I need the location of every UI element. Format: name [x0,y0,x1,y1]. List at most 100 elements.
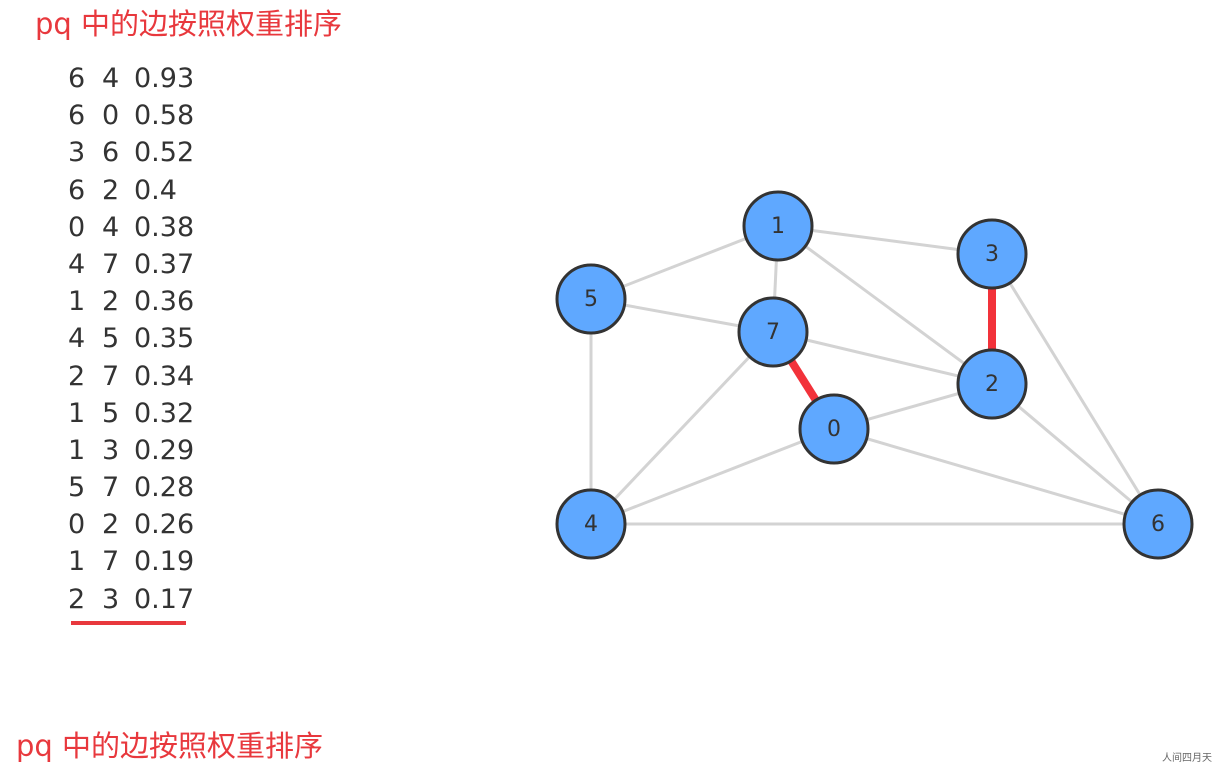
edge-w: 5 [102,397,120,429]
edge-w: 2 [102,174,120,206]
graph-node-6: 6 [1122,488,1194,560]
edge-w: 4 [102,211,120,243]
graph-nodes: 0 1 2 3 4 5 6 7 [555,190,1194,560]
graph-node-5: 5 [555,263,627,335]
graph-edges [589,224,1160,526]
graph-node-4: 4 [555,488,627,560]
node-circle [798,393,870,465]
node-circle [555,263,627,335]
edge-weight: 0.4 [134,174,177,206]
edge-v: 6 [68,100,86,132]
graph-node-3: 3 [956,218,1028,290]
node-circle [555,488,627,560]
edge-weight: 0.58 [134,100,195,132]
graph-node-7: 7 [737,296,809,368]
node-circle [956,218,1028,290]
edge-weight: 0.37 [134,248,195,280]
edge-7-4 [589,330,775,526]
edge-v: 1 [68,286,86,318]
node-circle [1122,488,1194,560]
node-circle [956,348,1028,420]
edge-w: 7 [102,546,120,578]
edge-weight: 0.52 [134,137,195,169]
edge-v: 6 [68,63,86,94]
edge-w: 7 [102,472,120,504]
edge-v: 3 [68,137,86,169]
node-label: 7 [766,320,780,345]
node-label: 4 [584,512,598,537]
graph-node-1: 1 [742,190,814,262]
edge-weight: 0.17 [134,583,195,615]
edge-weight: 0.34 [134,360,195,392]
edge-1-2 [777,224,993,386]
edge-weight: 0.93 [134,63,195,94]
edge-weight: 0.35 [134,323,195,355]
edge-weight: 0.29 [134,434,195,466]
watermark: 人间四月天 [1162,753,1212,764]
edge-2-6 [991,382,1159,526]
edge-w: 7 [102,360,120,392]
node-label: 6 [1151,512,1165,537]
edge-3-6 [990,253,1160,525]
edge-v: 2 [68,583,86,615]
edge-v: 1 [68,546,86,578]
edge-v: 4 [68,248,86,280]
node-circle [737,296,809,368]
edge-v: 0 [68,509,86,541]
edge-weight: 0.26 [134,509,195,541]
current-edge-underline [71,620,186,625]
edge-v: 1 [68,397,86,429]
edge-w: 5 [102,323,120,355]
node-label: 1 [771,214,785,239]
edge-v: 5 [68,472,86,504]
edge-weight: 0.36 [134,286,195,318]
node-label: 3 [985,242,999,267]
graph-node-2: 2 [956,348,1028,420]
caption: pq 中的边按照权重排序 [16,729,324,763]
edge-v: 1 [68,434,86,466]
edge-weight: 0.19 [134,546,195,578]
node-circle [742,190,814,262]
edge-v: 6 [68,174,86,206]
edge-w: 0 [102,100,120,132]
edge-w: 2 [102,509,120,541]
page-title: pq 中的边按照权重排序 [35,7,343,41]
node-label: 0 [827,417,841,442]
edge-w: 3 [102,434,120,466]
edge-w: 7 [102,248,120,280]
edge-v: 0 [68,211,86,243]
edge-7-2 [772,330,993,386]
node-label: 5 [584,287,598,312]
edge-weight: 0.28 [134,472,195,504]
edge-0-6 [833,427,1159,526]
edge-weight: 0.32 [134,397,195,429]
edge-1-3 [777,224,993,256]
edge-w: 2 [102,286,120,318]
graph-node-0: 0 [798,393,870,465]
edge-0-4 [590,427,835,526]
edge-w: 6 [102,137,120,169]
edge-v: 4 [68,323,86,355]
edge-w: 3 [102,583,120,615]
edge-v: 2 [68,360,86,392]
edge-w: 4 [102,63,120,94]
edge-weight: 0.38 [134,211,195,243]
node-label: 2 [985,372,999,397]
